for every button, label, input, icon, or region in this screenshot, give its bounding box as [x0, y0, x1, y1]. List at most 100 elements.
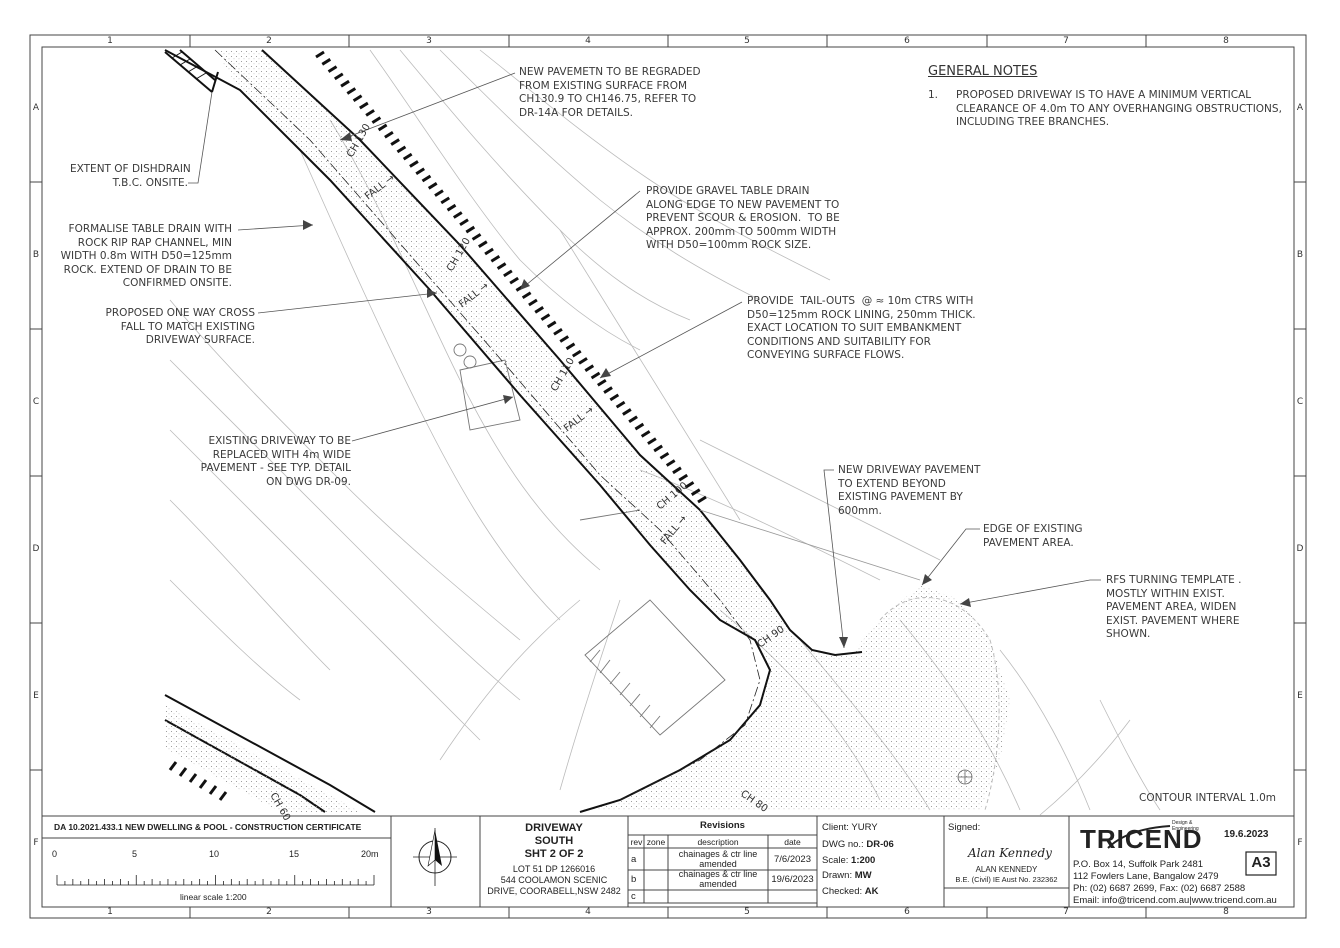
dwg-number-row: DWG no.: DR-06 — [822, 839, 894, 850]
new-pavement-area — [215, 50, 1010, 810]
grid-col-5: 5 — [744, 36, 750, 46]
grid-col-4-bottom: 4 — [585, 907, 591, 917]
grid-col-3-bottom: 3 — [426, 907, 432, 917]
dwg-number: DR-06 — [866, 839, 894, 850]
drain-hatch-mark — [553, 327, 563, 336]
grid-col-6: 6 — [904, 36, 910, 46]
contact-street: 112 Fowlers Lane, Bangalow 2479 — [1073, 871, 1219, 882]
drain-hatch-mark — [452, 211, 463, 219]
drain-hatch-mark — [665, 459, 676, 467]
drain-hatch-mark — [622, 408, 632, 416]
pavement-edges — [164, 49, 863, 813]
grid-row-e: E — [33, 691, 39, 701]
drain-hatch-mark — [315, 50, 325, 59]
drawing-title-line-3: SHT 2 OF 2 — [524, 848, 584, 860]
drain-hatch-mark — [346, 87, 357, 95]
rev-c-id: c — [631, 891, 636, 902]
leader-arrowheads — [303, 132, 971, 648]
drain-hatch-mark — [684, 481, 695, 489]
drain-hatch-mark — [396, 145, 407, 154]
grid-col-1-bottom: 1 — [107, 907, 113, 917]
drain-hatch-mark — [440, 196, 451, 205]
contact-phone: Ph: (02) 6687 2699, Fax: (02) 6687 2588 — [1073, 883, 1246, 894]
general-notes-text: PROPOSED DRIVEWAY IS TO HAVE A MINIMUM V… — [956, 89, 1282, 128]
scale-tick-10: 10 — [209, 849, 220, 859]
survey-mark — [957, 769, 973, 785]
grid-col-2: 2 — [266, 36, 272, 46]
grid-row-d-right: D — [1296, 544, 1304, 554]
drain-hatch-mark — [390, 138, 400, 146]
scale-caption: linear scale 1:200 — [180, 892, 247, 902]
rev-header-date: date — [784, 837, 801, 847]
drain-hatch-mark — [321, 58, 332, 66]
drain-hatch-mark — [546, 320, 557, 329]
scale-tick-5: 5 — [132, 849, 138, 859]
note-crossfall: PROPOSED ONE WAY CROSS FALL TO MATCH EXI… — [105, 307, 255, 346]
centerline — [214, 49, 761, 801]
grid-row-c-right: C — [1296, 397, 1304, 407]
drain-hatch-mark — [559, 335, 570, 343]
drawn-by: MW — [854, 870, 872, 881]
drain-hatch-mark — [359, 101, 369, 110]
grid-row-f-right: F — [1297, 838, 1303, 848]
rev-a-date: 7/6/2023 — [774, 854, 811, 865]
grid-row-a: A — [32, 103, 40, 113]
rev-a-id: a — [631, 854, 637, 865]
note-table-drain: FORMALISE TABLE DRAIN WITH ROCK RIP RAP … — [60, 223, 232, 289]
address-line-1: LOT 51 DP 1266016 — [512, 864, 596, 874]
grid-row-c: C — [32, 397, 40, 407]
issue-date: 19.6.2023 — [1224, 829, 1269, 840]
grid-col-2-bottom: 2 — [266, 907, 272, 917]
grid-col-6-bottom: 6 — [904, 907, 910, 917]
rev-header-description: description — [697, 837, 739, 847]
engineer-name: ALAN KENNEDY — [975, 865, 1038, 874]
rev-b-description: chainages & ctr line amended — [678, 869, 758, 889]
address-line-3: DRIVE, COORABELL,NSW 2482 — [487, 886, 621, 896]
drain-hatch-mark — [603, 386, 613, 394]
leader-lines — [188, 72, 1101, 649]
note-dishdrain: EXTENT OF DISHDRAIN T.B.C. ONSITE. — [70, 163, 191, 189]
project-title: DA 10.2021.433.1 NEW DWELLING & POOL - C… — [54, 822, 362, 832]
drain-hatch-mark — [578, 357, 588, 365]
grid-row-a-right: A — [1296, 103, 1304, 113]
drawing-title-line-1: DRIVEWAY — [525, 822, 583, 834]
dwg-number-label: DWG no.: — [822, 839, 864, 850]
drain-hatch-mark — [571, 349, 582, 358]
drain-hatch-mark — [584, 364, 595, 372]
drain-hatch-mark — [509, 276, 519, 285]
drain-hatch-mark — [371, 116, 382, 124]
rock-table-drain — [315, 50, 707, 504]
drain-hatch-mark — [465, 225, 476, 234]
note-existing-driveway: EXISTING DRIVEWAY TO BE REPLACED WITH 4m… — [200, 435, 351, 488]
grid-ticks — [30, 35, 1306, 918]
drain-hatch-mark — [446, 203, 457, 212]
grid-row-b-right: B — [1296, 250, 1304, 260]
scale-tick-0: 0 — [52, 849, 58, 859]
grid-col-8-bottom: 8 — [1223, 907, 1229, 917]
note-regrade: NEW PAVEMETN TO BE REGRADED FROM EXISTIN… — [519, 66, 701, 119]
company-contact: P.O. Box 14, Suffolk Park 2481 112 Fowle… — [1073, 859, 1277, 907]
drain-hatch-mark — [528, 298, 538, 307]
drain-hatch-mark — [421, 174, 432, 183]
checked-row: Checked: AK — [822, 886, 879, 897]
scale-tick-20: 20m — [361, 849, 379, 859]
drain-hatch-mark — [659, 451, 670, 460]
drain-hatch-mark — [521, 291, 532, 300]
grid-col-1: 1 — [107, 36, 113, 46]
drain-hatch-mark — [565, 342, 576, 351]
rev-b-id: b — [631, 874, 637, 885]
note-gravel-drain: PROVIDE GRAVEL TABLE DRAIN ALONG EDGE TO… — [646, 185, 840, 251]
drain-hatch-mark — [340, 79, 350, 88]
scale-row: Scale: 1:200 — [822, 855, 875, 866]
rev-a-description: chainages & ctr line amended — [678, 849, 758, 869]
contact-po-box: P.O. Box 14, Suffolk Park 2481 — [1073, 859, 1204, 870]
note-contour-interval: CONTOUR INTERVAL 1.0m — [1139, 792, 1276, 804]
drain-hatch-mark — [365, 109, 375, 117]
drain-hatch-mark — [409, 160, 419, 168]
rfs-template-outline — [879, 597, 1000, 811]
client-name: Client: YURY — [822, 822, 878, 833]
drawing-title: DRIVEWAY SOUTH SHT 2 OF 2 — [480, 822, 628, 861]
dishdrain-hatch — [171, 51, 207, 80]
drain-hatch-mark — [628, 415, 638, 424]
drawn-row: Drawn: MW — [822, 870, 872, 881]
